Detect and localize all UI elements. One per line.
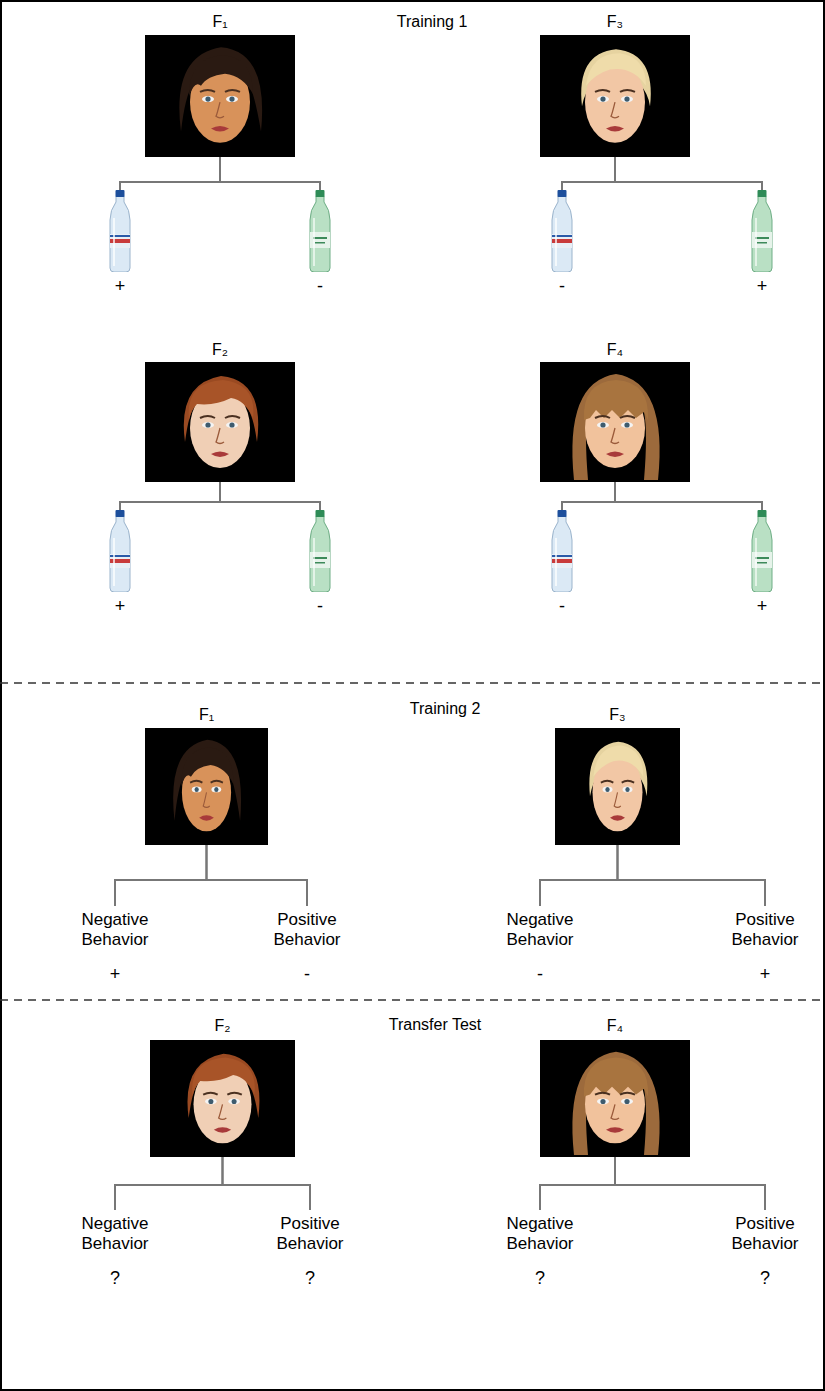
- valence-sign: ?: [258, 1268, 362, 1288]
- valence-sign: -: [488, 964, 592, 984]
- valence-sign: +: [742, 596, 782, 616]
- bottle-option: -: [300, 190, 340, 296]
- valence-sign: -: [300, 596, 340, 616]
- water-bottle: [110, 510, 130, 592]
- bottle-option: -: [542, 190, 582, 296]
- behavior-option: Positive Behavior +: [713, 906, 817, 984]
- water-bottle: [752, 510, 772, 592]
- face-label: F₄: [540, 1017, 690, 1035]
- bottle-option: +: [100, 190, 140, 296]
- face-photo: [540, 1040, 690, 1157]
- behavior-label: Negative Behavior: [488, 1214, 592, 1254]
- valence-sign: +: [742, 276, 782, 296]
- tree-connector: [223, 1157, 311, 1210]
- behavior-option: Positive Behavior?: [713, 1210, 817, 1288]
- tree-connector: [618, 845, 766, 906]
- face-photo: [150, 1040, 295, 1157]
- tree-connector: [562, 482, 615, 510]
- face-label: F₂: [145, 341, 295, 359]
- section-divider: [0, 999, 825, 1001]
- face-stimulus: F₂: [150, 1017, 295, 1157]
- tree-connector: [220, 157, 320, 190]
- face-stimulus: F₄: [540, 1017, 690, 1157]
- face-label: F₁: [145, 706, 268, 724]
- bottle-option: +: [742, 190, 782, 296]
- water-bottle: [310, 510, 330, 592]
- bottle-option: -: [300, 510, 340, 616]
- face-label: F₃: [540, 13, 690, 31]
- valence-sign: +: [63, 964, 167, 984]
- behavior-option: Positive Behavior -: [255, 906, 359, 984]
- behavior-option: Negative Behavior?: [63, 1210, 167, 1288]
- valence-sign: +: [100, 596, 140, 616]
- face-photo: [540, 362, 690, 482]
- bottle-option: +: [100, 510, 140, 616]
- face-label: F₃: [555, 706, 680, 724]
- behavior-option: Positive Behavior?: [258, 1210, 362, 1288]
- behavior-label: Positive Behavior: [255, 910, 359, 950]
- tree-connector: [115, 1157, 223, 1210]
- behavior-label: Positive Behavior: [258, 1214, 362, 1254]
- face-stimulus: F₄: [540, 341, 690, 482]
- tree-connector: [120, 482, 220, 510]
- water-bottle: [552, 190, 572, 272]
- valence-sign: +: [100, 276, 140, 296]
- behavior-label: Negative Behavior: [488, 910, 592, 950]
- water-bottle: [552, 510, 572, 592]
- face-photo: [145, 35, 295, 157]
- face-photo: [145, 728, 268, 845]
- behavior-option: Negative Behavior +: [63, 906, 167, 984]
- tree-connector: [220, 482, 320, 510]
- tree-connector: [615, 482, 762, 510]
- section-title: Training 1: [322, 13, 542, 31]
- valence-sign: -: [542, 276, 582, 296]
- bottle-option: -: [542, 510, 582, 616]
- behavior-label: Positive Behavior: [713, 1214, 817, 1254]
- valence-sign: +: [713, 964, 817, 984]
- section-divider: [0, 682, 825, 684]
- valence-sign: -: [542, 596, 582, 616]
- tree-connector: [540, 1157, 615, 1210]
- tree-connector: [207, 845, 308, 906]
- behavior-label: Negative Behavior: [63, 1214, 167, 1254]
- water-bottle: [752, 190, 772, 272]
- face-stimulus: F₁: [145, 706, 268, 845]
- face-label: F₄: [540, 341, 690, 359]
- face-stimulus: F₃: [555, 706, 680, 845]
- face-photo: [145, 362, 295, 482]
- face-stimulus: F₁: [145, 13, 295, 157]
- tree-connector: [562, 157, 615, 190]
- tree-connector: [615, 157, 762, 190]
- behavior-option: Negative Behavior?: [488, 1210, 592, 1288]
- face-label: F₂: [150, 1017, 295, 1035]
- face-photo: [540, 35, 690, 157]
- behavior-label: Negative Behavior: [63, 910, 167, 950]
- valence-sign: -: [255, 964, 359, 984]
- behavior-label: Positive Behavior: [713, 910, 817, 950]
- section-title: Training 2: [335, 700, 555, 718]
- tree-connector: [115, 845, 207, 906]
- face-stimulus: F₃: [540, 13, 690, 157]
- tree-connector: [615, 1157, 765, 1210]
- section-title: Transfer Test: [325, 1016, 545, 1034]
- valence-sign: ?: [488, 1268, 592, 1288]
- water-bottle: [310, 190, 330, 272]
- face-stimulus: F₂: [145, 341, 295, 482]
- valence-sign: ?: [63, 1268, 167, 1288]
- valence-sign: ?: [713, 1268, 817, 1288]
- tree-connector: [120, 157, 220, 190]
- face-photo: [555, 728, 680, 845]
- valence-sign: -: [300, 276, 340, 296]
- water-bottle: [110, 190, 130, 272]
- behavior-option: Negative Behavior -: [488, 906, 592, 984]
- face-label: F₁: [145, 13, 295, 31]
- tree-connector: [540, 845, 618, 906]
- bottle-option: +: [742, 510, 782, 616]
